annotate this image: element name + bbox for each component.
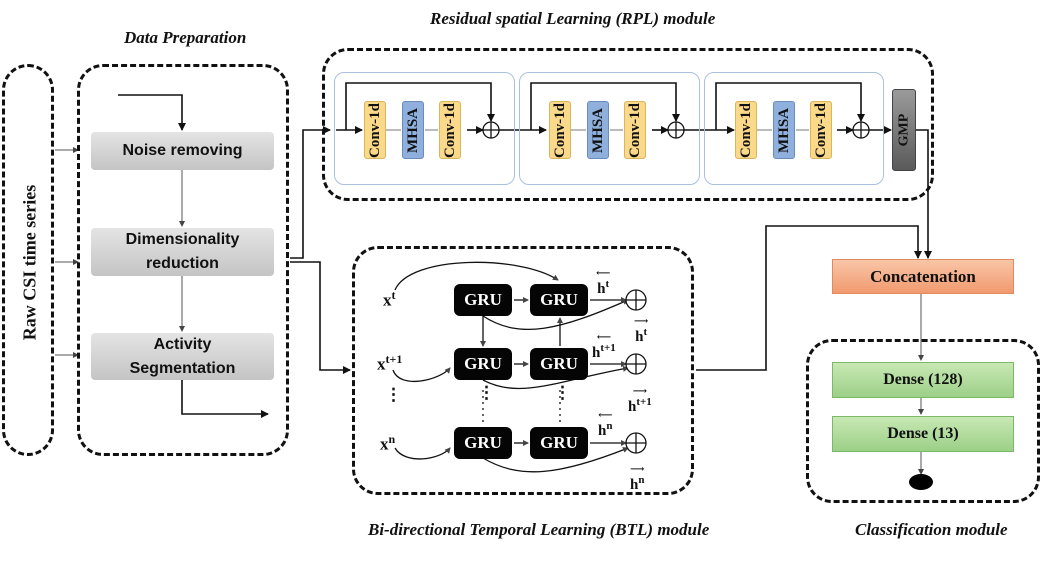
conv1d-block: Conv-1d <box>624 101 646 159</box>
forward-hidden-t: ⟶ht <box>634 316 649 346</box>
rpl-residuals <box>336 82 892 134</box>
vertical-dots: ⋮ <box>554 383 571 402</box>
activity-segmentation-step: Activity Segmentation <box>91 333 274 380</box>
cls-region <box>806 339 1040 503</box>
rpl-block-1 <box>334 72 515 185</box>
conv1d-block: Conv-1d <box>364 101 386 159</box>
output-node <box>909 474 933 490</box>
gmp-to-concat <box>913 129 932 259</box>
prep-flow <box>118 94 269 418</box>
gru-forward-cell: GRU <box>454 284 512 316</box>
input-xn: xn <box>380 432 396 454</box>
btl-title: Bi-directional Temporal Learning (BTL) m… <box>368 520 710 539</box>
input-xt: xt <box>383 288 396 310</box>
mhsa-block: MHSA <box>587 101 609 159</box>
rpl-block-2 <box>519 72 700 185</box>
gru-backward-cell: GRU <box>530 348 588 380</box>
dense-128-layer: Dense (128) <box>832 362 1014 398</box>
raw-csi-region <box>2 64 54 456</box>
gmp-block: GMP <box>892 89 916 171</box>
raw-csi-title: Raw CSI time series <box>19 184 40 341</box>
input-xt1: xt+1 <box>377 352 403 374</box>
btl-region <box>352 246 694 495</box>
mhsa-block: MHSA <box>402 101 424 159</box>
dimensionality-reduction-step: Dimensionality reduction <box>91 228 274 276</box>
forward-hidden-n: ⟶hn <box>630 464 645 494</box>
rpl-title: Residual spatial Learning (RPL) module <box>430 9 716 28</box>
btl-add-circles <box>625 289 647 454</box>
data-prep-region <box>77 64 289 456</box>
vertical-dots: ⋮ <box>385 385 402 404</box>
noise-removing-step: Noise removing <box>91 132 274 170</box>
prep-to-modules <box>290 126 351 374</box>
backward-hidden-t: ⟵ht <box>596 268 611 298</box>
conv1d-block: Conv-1d <box>439 101 461 159</box>
mhsa-block: MHSA <box>773 101 795 159</box>
btl-links <box>392 261 629 473</box>
conv1d-block: Conv-1d <box>549 101 571 159</box>
rpl-block-3 <box>704 72 884 185</box>
btl-to-concat <box>696 225 922 371</box>
forward-hidden-t1: ⟶ht+1 <box>628 386 652 416</box>
raw-to-prep-arrows <box>55 147 79 358</box>
vertical-dots: ⋮ <box>478 383 495 402</box>
data-prep-title: Data Preparation <box>124 28 247 47</box>
backward-hidden-t1: ⟵ht+1 <box>592 332 616 362</box>
dense-13-layer: Dense (13) <box>832 416 1014 452</box>
cls-title: Classification module <box>855 520 1008 539</box>
gru-backward-cell: GRU <box>530 284 588 316</box>
gru-forward-cell: GRU <box>454 348 512 380</box>
concatenation-layer: Concatenation <box>832 259 1014 294</box>
conv1d-block: Conv-1d <box>810 101 832 159</box>
conv1d-block: Conv-1d <box>735 101 757 159</box>
gru-backward-cell: GRU <box>530 427 588 459</box>
gru-forward-cell: GRU <box>454 427 512 459</box>
rpl-add-circles <box>482 121 870 139</box>
backward-hidden-n: ⟵hn <box>598 410 613 440</box>
rpl-region <box>322 48 934 201</box>
